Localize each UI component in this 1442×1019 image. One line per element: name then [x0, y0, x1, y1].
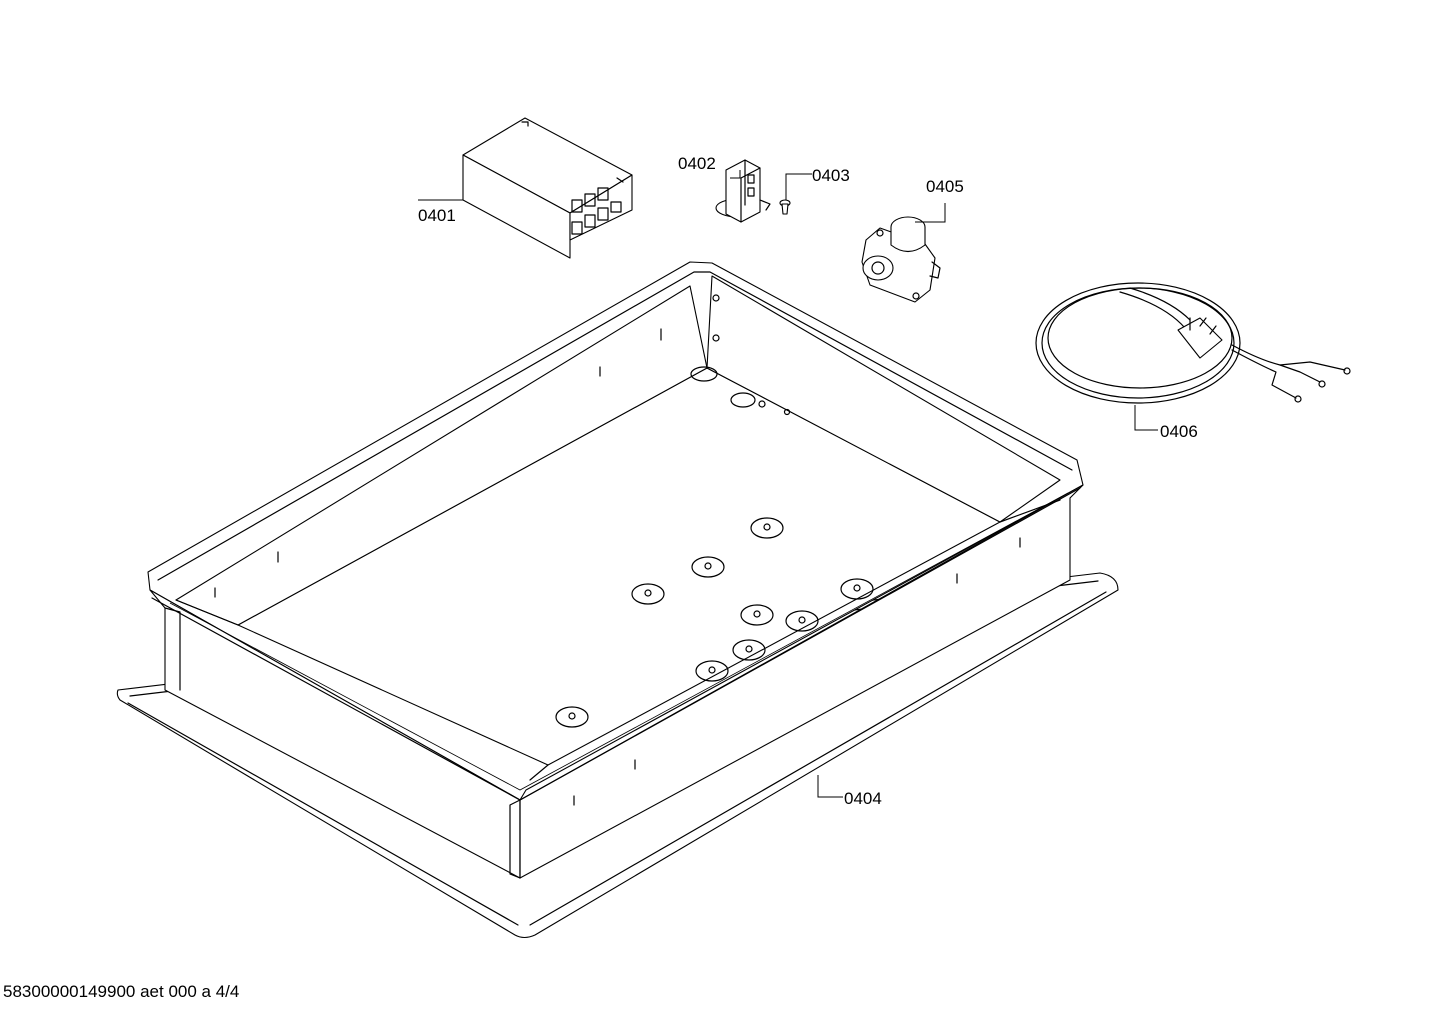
- callout-0406: 0406: [1160, 422, 1198, 441]
- tray-body-part-0404: [147, 261, 1084, 879]
- gas-valve-part-0405: [861, 216, 941, 303]
- callout-0402: 0402: [678, 154, 716, 173]
- drawing-reference-footer: 58300000149900 aet 000 a 4/4: [3, 982, 240, 1001]
- power-cord-part-0406: [1035, 282, 1351, 404]
- switch-part-0402: [715, 159, 771, 223]
- callout-0404: 0404: [844, 789, 882, 808]
- leader-lines: [418, 170, 1158, 798]
- housing-box-part-0401: [462, 117, 633, 259]
- callout-0405: 0405: [926, 177, 964, 196]
- callout-0401: 0401: [418, 206, 456, 225]
- screw-part-0403: [779, 199, 791, 215]
- callout-0403: 0403: [812, 166, 850, 185]
